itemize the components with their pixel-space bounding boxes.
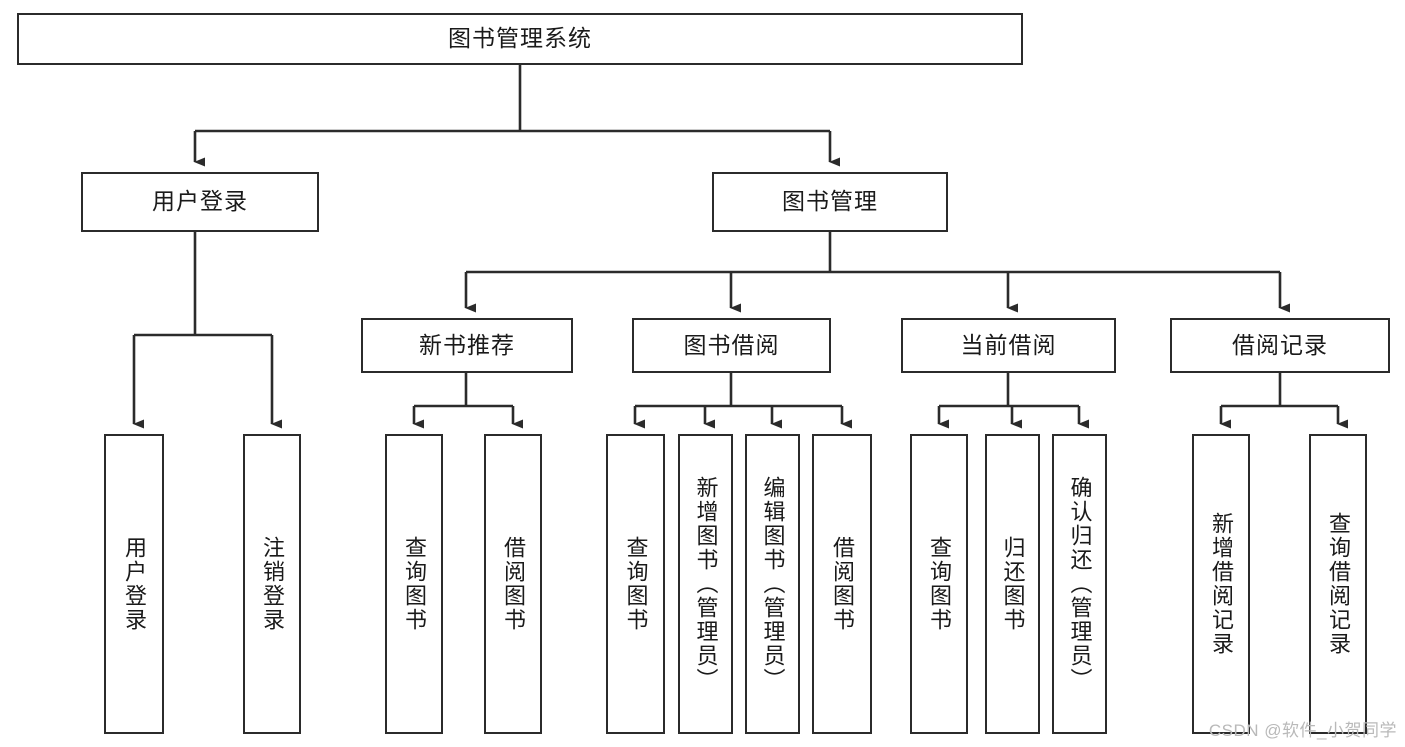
leaf-add-borrow-record-label: 新增借阅记录 [1208, 512, 1234, 656]
node-borrow-record[interactable]: 借阅记录 [1170, 318, 1390, 373]
node-root[interactable]: 图书管理系统 [17, 13, 1023, 65]
leaf-query-borrow-record[interactable]: 查询借阅记录 [1309, 434, 1367, 734]
node-book-borrow[interactable]: 图书借阅 [632, 318, 831, 373]
node-book-manage-label: 图书管理 [782, 188, 878, 215]
csdn-watermark: CSDN @软件_小贺同学 [1208, 721, 1397, 740]
leaf-logout-label: 注销登录 [259, 536, 285, 632]
leaf-borrow-book-borrow[interactable]: 借阅图书 [812, 434, 872, 734]
node-book-manage[interactable]: 图书管理 [712, 172, 948, 232]
leaf-add-book-admin-label: 新增图书（管理员） [693, 476, 719, 692]
leaf-edit-book-admin-label: 编辑图书（管理员） [760, 476, 786, 692]
leaf-user-login-label: 用户登录 [121, 536, 147, 632]
node-current-borrow-label: 当前借阅 [960, 331, 1057, 358]
leaf-add-book-admin[interactable]: 新增图书（管理员） [678, 434, 733, 734]
leaf-return-book-label: 归还图书 [1000, 536, 1026, 632]
leaf-query-borrow-record-label: 查询借阅记录 [1325, 512, 1351, 656]
leaf-query-book-recommend[interactable]: 查询图书 [385, 434, 443, 734]
node-book-borrow-label: 图书借阅 [683, 331, 780, 358]
node-current-borrow[interactable]: 当前借阅 [901, 318, 1116, 373]
node-user-login-label: 用户登录 [152, 188, 248, 215]
node-user-login[interactable]: 用户登录 [81, 172, 319, 232]
node-new-book-recommend-label: 新书推荐 [419, 331, 515, 358]
leaf-query-book-borrow-label: 查询图书 [623, 536, 649, 632]
leaf-borrow-book-recommend[interactable]: 借阅图书 [484, 434, 542, 734]
leaf-query-book-recommend-label: 查询图书 [401, 536, 427, 632]
leaf-query-book-current-label: 查询图书 [926, 536, 952, 632]
leaf-query-book-borrow[interactable]: 查询图书 [606, 434, 665, 734]
leaf-add-borrow-record[interactable]: 新增借阅记录 [1192, 434, 1250, 734]
leaf-borrow-book-borrow-label: 借阅图书 [829, 536, 855, 632]
leaf-confirm-return-admin[interactable]: 确认归还（管理员） [1052, 434, 1107, 734]
node-root-label: 图书管理系统 [448, 25, 592, 52]
leaf-confirm-return-admin-label: 确认归还（管理员） [1067, 476, 1093, 692]
leaf-edit-book-admin[interactable]: 编辑图书（管理员） [745, 434, 800, 734]
leaf-logout[interactable]: 注销登录 [243, 434, 301, 734]
leaf-borrow-book-recommend-label: 借阅图书 [500, 536, 526, 632]
leaf-user-login[interactable]: 用户登录 [104, 434, 164, 734]
node-borrow-record-label: 借阅记录 [1232, 331, 1328, 358]
leaf-return-book[interactable]: 归还图书 [985, 434, 1040, 734]
leaf-query-book-current[interactable]: 查询图书 [910, 434, 968, 734]
node-new-book-recommend[interactable]: 新书推荐 [361, 318, 573, 373]
